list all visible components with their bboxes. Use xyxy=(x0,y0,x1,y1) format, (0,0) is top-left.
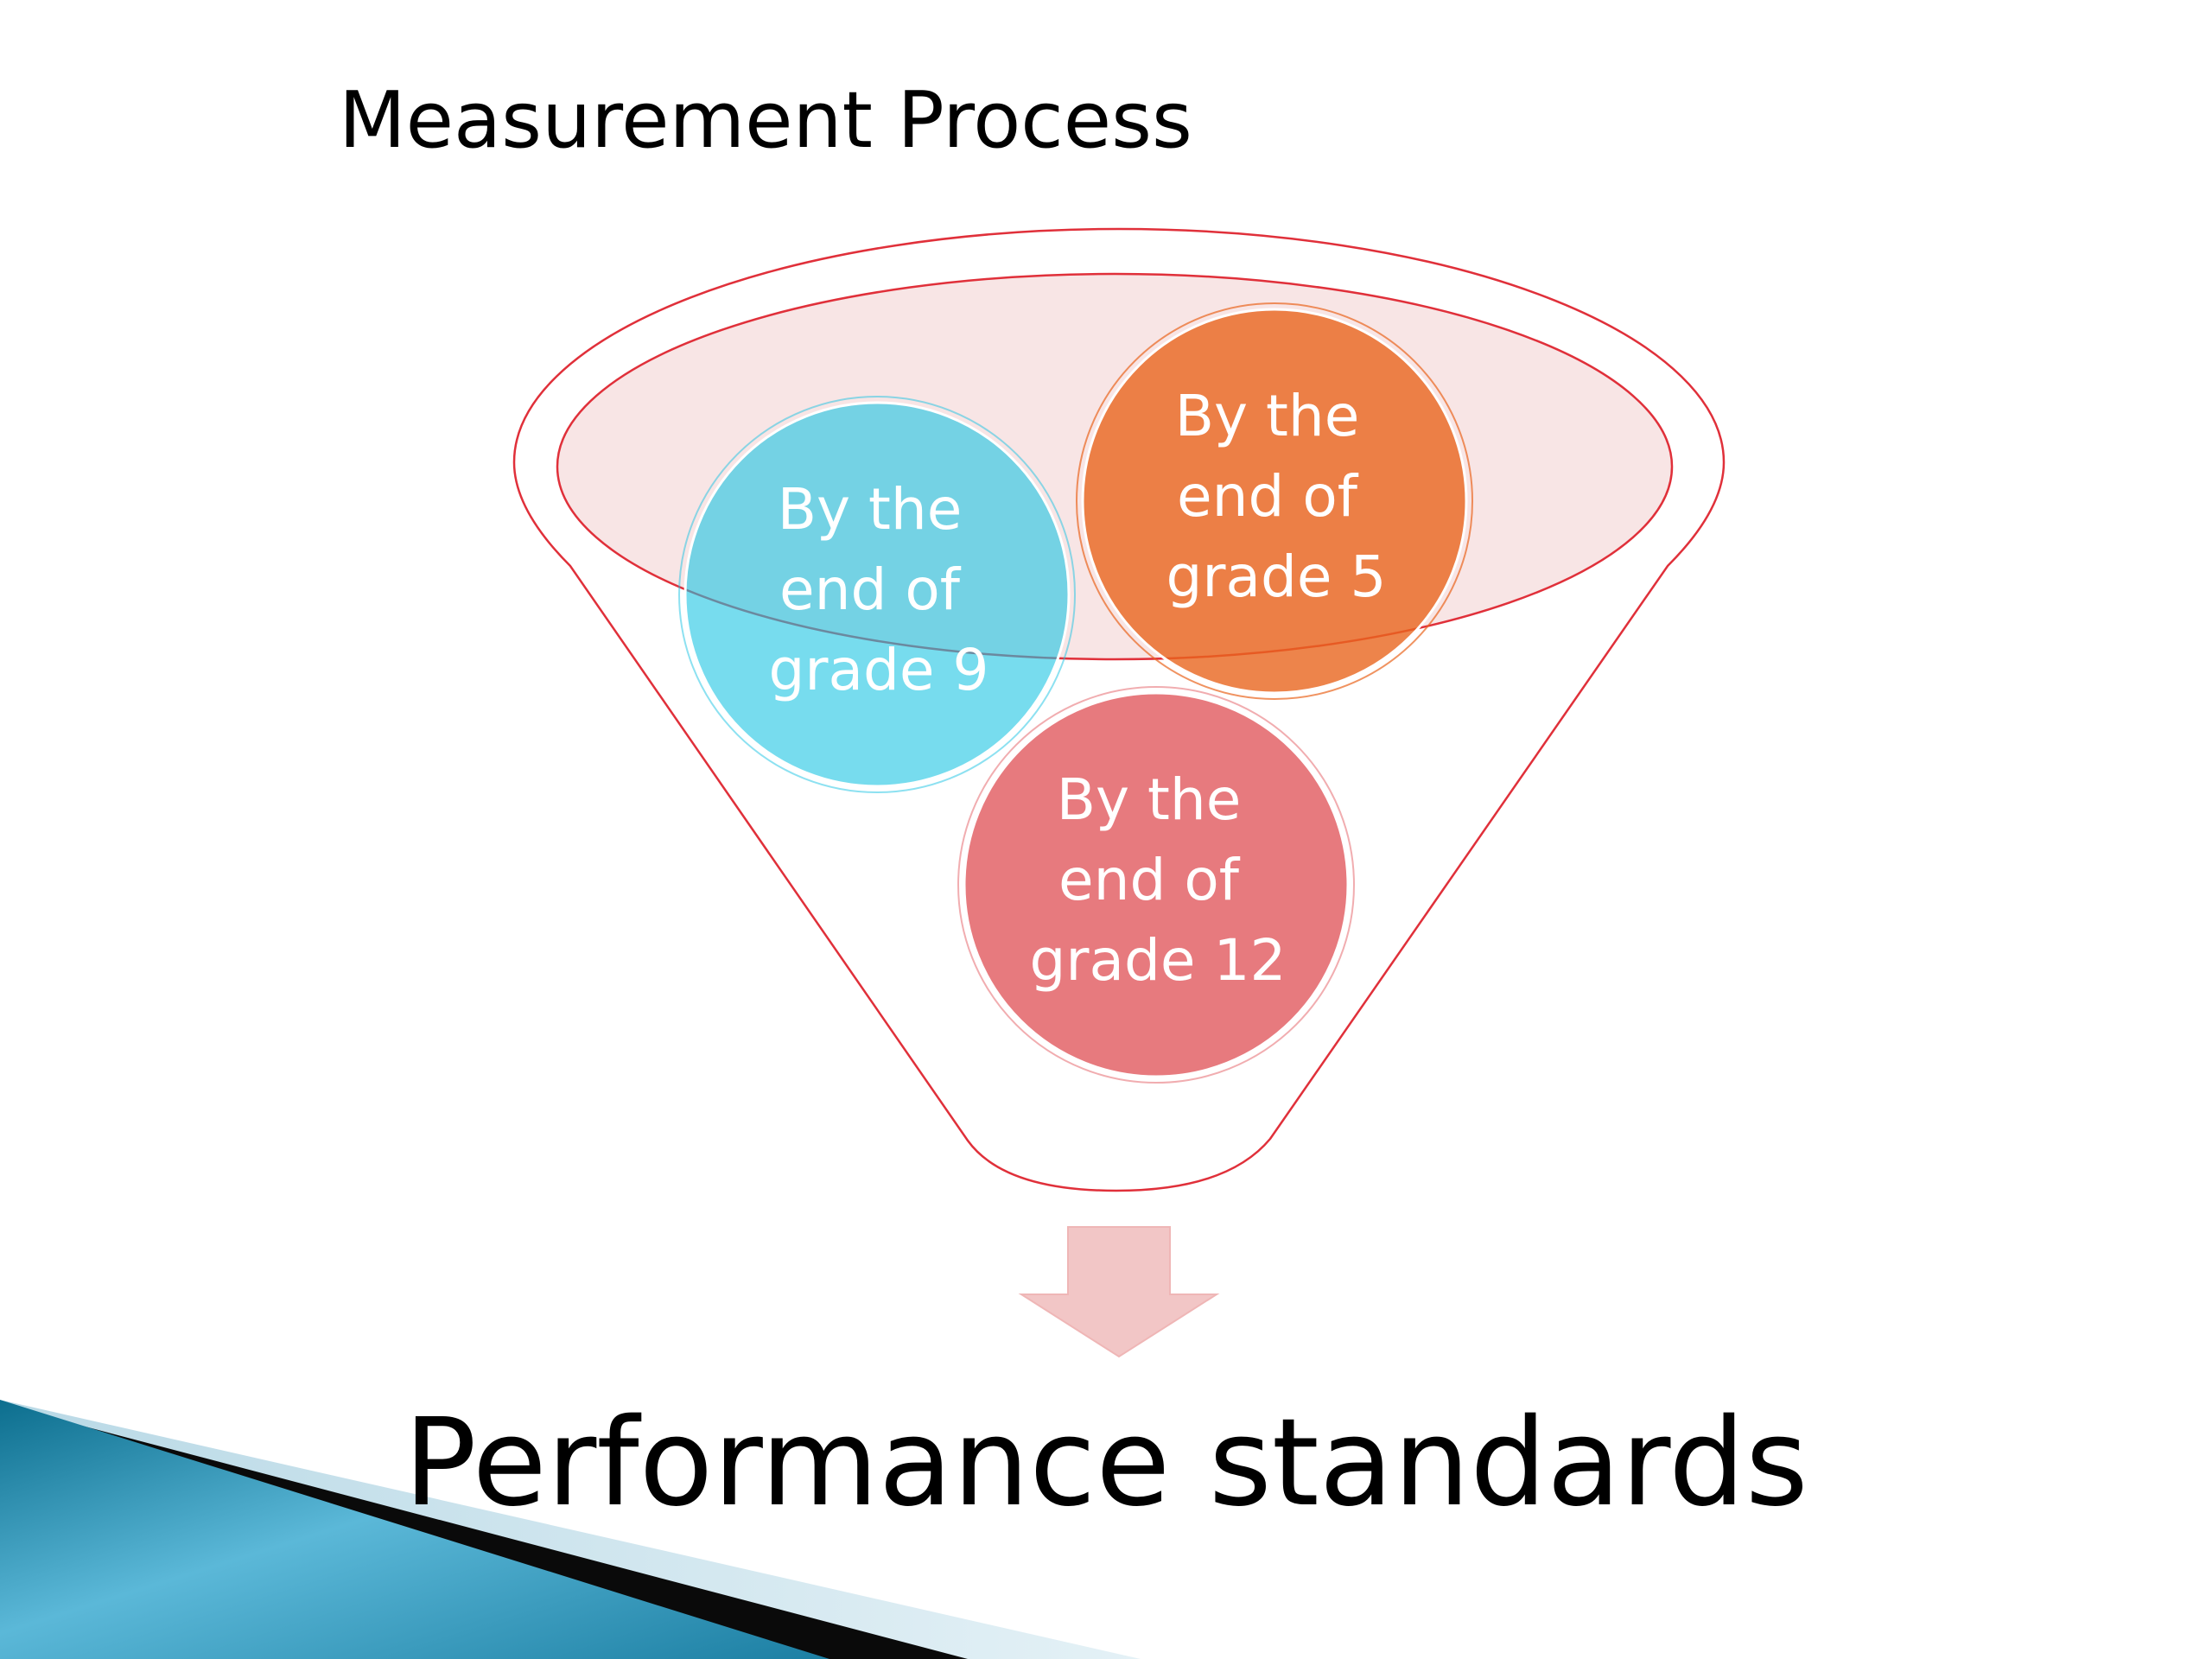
circle-label-grade-9: By the end of grade 9 xyxy=(769,476,989,703)
circle-label-grade-5: By the end of grade 5 xyxy=(1166,383,1387,610)
circle-line: By the xyxy=(1175,383,1360,449)
slide-title: Measurement Process xyxy=(339,75,1192,166)
circle-line: By the xyxy=(778,476,963,543)
result-label: Performance standards xyxy=(404,1393,1808,1534)
circle-grade-12 xyxy=(957,686,1355,1084)
circle-line: end of xyxy=(779,556,962,623)
circle-line: By the xyxy=(1057,766,1242,833)
banner-teal-band xyxy=(0,1400,830,1659)
circle-line: grade 5 xyxy=(1166,543,1387,610)
down-arrow-icon xyxy=(1018,1226,1220,1358)
circle-grade-9 xyxy=(678,396,1076,793)
circle-line: end of xyxy=(1177,463,1359,530)
circle-label-grade-12: By the end of grade 12 xyxy=(1030,766,1287,994)
corner-banner xyxy=(0,1400,1141,1659)
circle-line: grade 12 xyxy=(1030,927,1287,994)
circle-line: grade 9 xyxy=(769,637,989,703)
circle-grade-5 xyxy=(1076,302,1473,700)
circle-line: end of xyxy=(1058,847,1241,913)
